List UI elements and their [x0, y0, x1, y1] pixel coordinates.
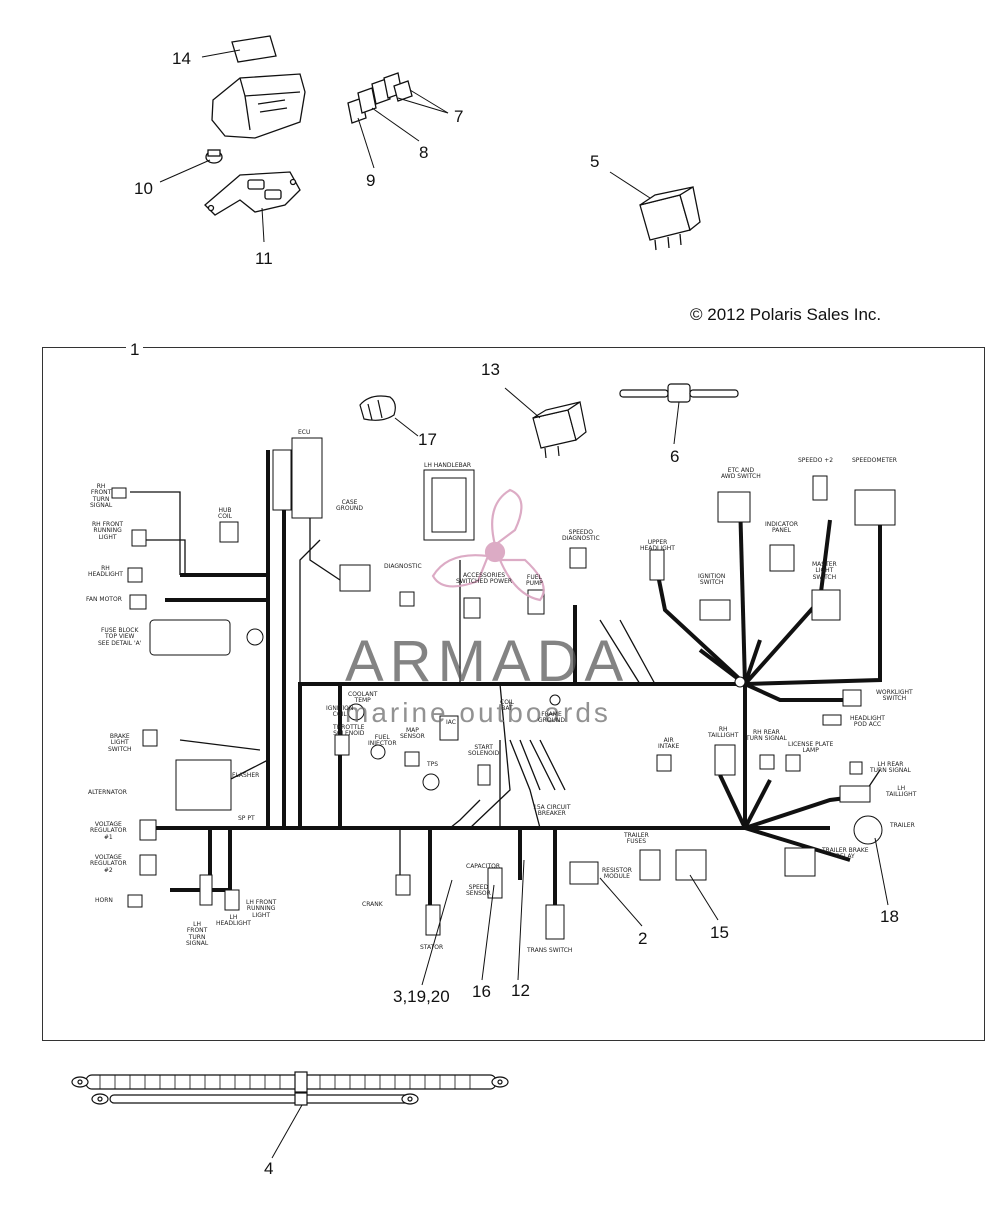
loose-parts-drawing — [159, 35, 701, 251]
label-trans-switch: TRANS SWITCH — [527, 947, 573, 954]
label-flasher: FLASHER — [232, 772, 260, 779]
label-ignition-switch: IGNITION SWITCH — [698, 573, 726, 587]
label-rh-headlight: RH HEADLIGHT — [88, 565, 123, 579]
callout-4: 4 — [264, 1159, 274, 1178]
label-case-ground: CASE GROUND — [336, 499, 364, 513]
label-lh-rear-turn: LH REAR TURN SIGNAL — [870, 761, 911, 775]
watermark-brand: ARMADA — [345, 629, 630, 694]
label-horn: HORN — [95, 897, 113, 904]
label-frame-ground: FRAME GROUND — [538, 711, 566, 725]
label-fan-motor: FAN MOTOR — [86, 596, 122, 603]
callout-1: 1 — [126, 341, 144, 358]
wiring-harness-diagram — [111, 383, 896, 940]
label-crank: CRANK — [362, 901, 383, 908]
label-speed-sensor: SPEED SENSOR — [466, 884, 491, 898]
copyright-notice: © 2012 Polaris Sales Inc. — [690, 305, 882, 324]
label-throttle-solenoid: THROTTLE SOLENOID — [333, 724, 365, 738]
callout-8: 8 — [419, 143, 429, 162]
callout-11: 11 — [255, 249, 273, 268]
label-ignition-coil: IGNITION COIL — [326, 705, 354, 719]
label-trailer: TRAILER — [890, 822, 915, 829]
label-speedo2: SPEEDO +2 — [798, 457, 834, 464]
label-capacitor: CAPACITOR — [466, 863, 501, 870]
label-hub-coil: HUB COIL — [218, 507, 233, 521]
callout-17: 17 — [418, 430, 437, 449]
label-tps: TPS — [427, 761, 439, 768]
watermark-propeller-logo — [431, 488, 545, 602]
label-resistor-module: RESISTOR MODULE — [602, 867, 632, 881]
callout-18: 18 — [880, 907, 899, 926]
ecu-connector — [291, 437, 323, 519]
label-voltage-regulator-2: VOLTAGE REGULATOR #2 — [90, 854, 127, 874]
label-lh-front-running: LH FRONT RUNNING LIGHT — [246, 899, 277, 919]
callout-14: 14 — [172, 49, 191, 68]
label-stator: STATOR — [420, 944, 444, 951]
relay-part — [639, 185, 701, 251]
fuses-part — [347, 72, 413, 124]
label-lh-taillight: LH TAILLIGHT — [886, 785, 917, 799]
callout-6: 6 — [670, 447, 680, 466]
label-fuel-pump: FUEL PUMP — [526, 574, 543, 588]
label-master-light: MASTER LIGHT SWITCH — [812, 561, 837, 581]
label-start-solenoid: START SOLENOID — [468, 744, 500, 758]
clip-17-part — [359, 395, 396, 421]
callout-12: 12 — [511, 981, 530, 1000]
callout-15: 15 — [710, 923, 729, 942]
fuse-holder-6-part — [619, 383, 739, 403]
fuse-block — [149, 619, 231, 656]
label-rh-front-running: RH FRONT RUNNING LIGHT — [92, 521, 124, 541]
label-indicator-panel: INDICATOR PANEL — [765, 521, 799, 535]
label-rh-taillight: RH TAILLIGHT — [708, 726, 739, 740]
label-etc-awd: ETC AND AWD SWITCH — [721, 467, 761, 481]
battery-cable-part — [71, 1071, 509, 1106]
label-speedo-diagnostic: SPEEDO DIAGNOSTIC — [562, 529, 600, 543]
label-sp-pt: SP PT — [238, 815, 255, 822]
label-fuse-block: FUSE BLOCK TOP VIEW SEE DETAIL 'A' — [98, 627, 142, 647]
callout-13: 13 — [481, 360, 500, 379]
label-brake-light: BRAKE LIGHT SWITCH — [108, 733, 132, 753]
label-lh-handlebar: LH HANDLEBAR — [424, 462, 472, 469]
fuse-block-cover-part — [211, 73, 306, 139]
callout-16: 16 — [472, 982, 491, 1001]
label-air-intake: AIR INTAKE — [658, 737, 680, 751]
relay-13-part — [532, 401, 587, 459]
label-speedometer: SPEEDOMETER — [852, 457, 897, 464]
label-fuel-injector: FUEL INJECTOR — [368, 734, 397, 748]
label-diagnostic: DIAGNOSTIC — [384, 563, 422, 570]
label-trailer-brake: TRAILER BRAKE RELAY — [822, 847, 869, 861]
label-rh-rear-turn: RH REAR TURN SIGNAL — [746, 729, 787, 743]
watermark-tagline: marine outboards — [345, 697, 611, 728]
label-map-sensor: MAP SENSOR — [400, 727, 425, 741]
label-trailer-fuses: TRAILER FUSES — [624, 832, 649, 846]
label-coolant-temp: COOLANT TEMP — [348, 691, 378, 705]
callout-9: 9 — [366, 171, 376, 190]
label-upper-headlight: UPPER HEADLIGHT — [640, 539, 675, 553]
label-voltage-regulator-1: VOLTAGE REGULATOR #1 — [90, 821, 127, 841]
callout-5: 5 — [590, 152, 600, 171]
label-iac: IAC — [446, 719, 456, 726]
callout-2: 2 — [638, 929, 648, 948]
bracket-part — [204, 171, 301, 216]
label-headlight-pod: HEADLIGHT POD ACC — [850, 715, 885, 729]
label-lh-front-turn: LH FRONT TURN SIGNAL — [186, 921, 209, 947]
harness-frame — [42, 347, 985, 1041]
callout-7: 7 — [454, 107, 464, 126]
label-lh-headlight: LH HEADLIGHT — [216, 914, 251, 928]
callout-3-19-20: 3,19,20 — [393, 987, 450, 1006]
callout-10: 10 — [134, 179, 153, 198]
label-accessories: ACCESSORIES SWITCHED POWER — [456, 572, 513, 586]
label-circuit-breaker: 15A CIRCUIT BREAKER — [533, 804, 571, 818]
label-license-plate: LICENSE PLATE LAMP — [788, 741, 834, 755]
label-sticker-part — [231, 35, 277, 63]
label-worklight: WORKLIGHT SWITCH — [876, 689, 913, 703]
label-coil-bat: COIL BAT — [500, 699, 515, 713]
label-alternator: ALTERNATOR — [88, 789, 127, 796]
label-ecu: ECU — [298, 429, 311, 436]
label-rh-front-turn: RH FRONT TURN SIGNAL — [90, 483, 113, 509]
